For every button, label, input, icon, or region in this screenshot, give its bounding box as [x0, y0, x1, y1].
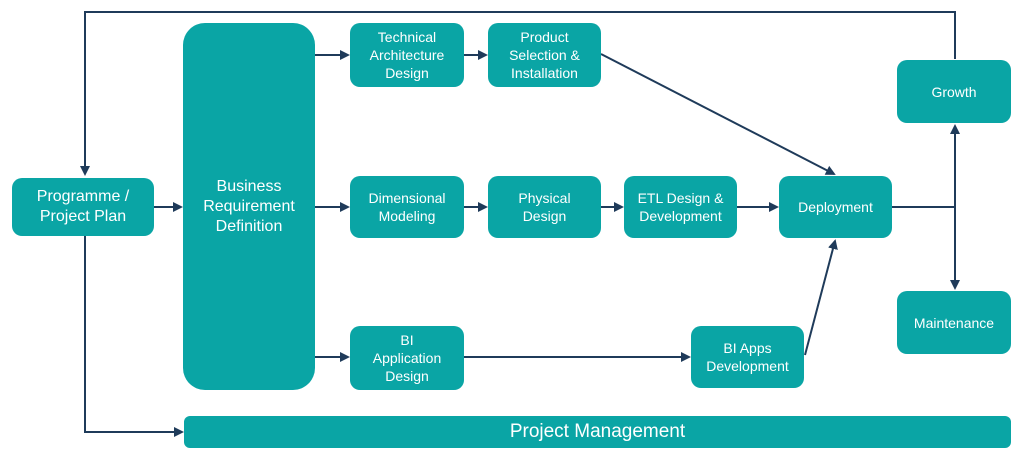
- programme-plan-box: Programme / Project Plan: [12, 178, 154, 236]
- deployment-label: Deployment: [798, 199, 873, 215]
- growth-box: Growth: [897, 60, 1011, 123]
- plan-to-project-management-arrow: [84, 236, 184, 437]
- etl-design-box: ETL Design & Development: [624, 176, 737, 238]
- deployment-box: Deployment: [779, 176, 892, 238]
- project-management-bar: Project Management: [184, 416, 1011, 448]
- product-selection-box: Product Selection & Installation: [488, 23, 601, 87]
- technical-architecture-label: Technical Architecture Design: [369, 29, 445, 81]
- product-selection-label: Product Selection & Installation: [509, 29, 580, 81]
- bi-application-design-label: BI Application Design: [372, 332, 442, 384]
- bi-apps-to-deployment-arrow: [804, 239, 838, 356]
- physical-design-label: Physical Design: [518, 190, 571, 224]
- growth-label: Growth: [931, 83, 977, 100]
- technical-architecture-box: Technical Architecture Design: [350, 23, 464, 87]
- product-to-deployment-arrow: [600, 53, 836, 175]
- dimensional-modeling-label: Dimensional Modeling: [368, 190, 446, 224]
- bi-application-design-box: BI Application Design: [350, 326, 464, 390]
- bi-apps-development-box: BI Apps Development: [691, 326, 804, 388]
- etl-design-label: ETL Design & Development: [637, 190, 724, 224]
- maintenance-box: Maintenance: [897, 291, 1011, 354]
- dimensional-modeling-box: Dimensional Modeling: [350, 176, 464, 238]
- physical-design-box: Physical Design: [488, 176, 601, 238]
- maintenance-label: Maintenance: [913, 314, 995, 331]
- business-requirement-box: Business Requirement Definition: [183, 23, 315, 390]
- project-management-label: Project Management: [509, 421, 686, 442]
- business-requirement-label: Business Requirement Definition: [203, 177, 295, 235]
- programme-plan-label: Programme / Project Plan: [36, 188, 130, 225]
- bi-apps-development-label: BI Apps Development: [706, 340, 789, 374]
- feedback-loop-line: [80, 11, 956, 176]
